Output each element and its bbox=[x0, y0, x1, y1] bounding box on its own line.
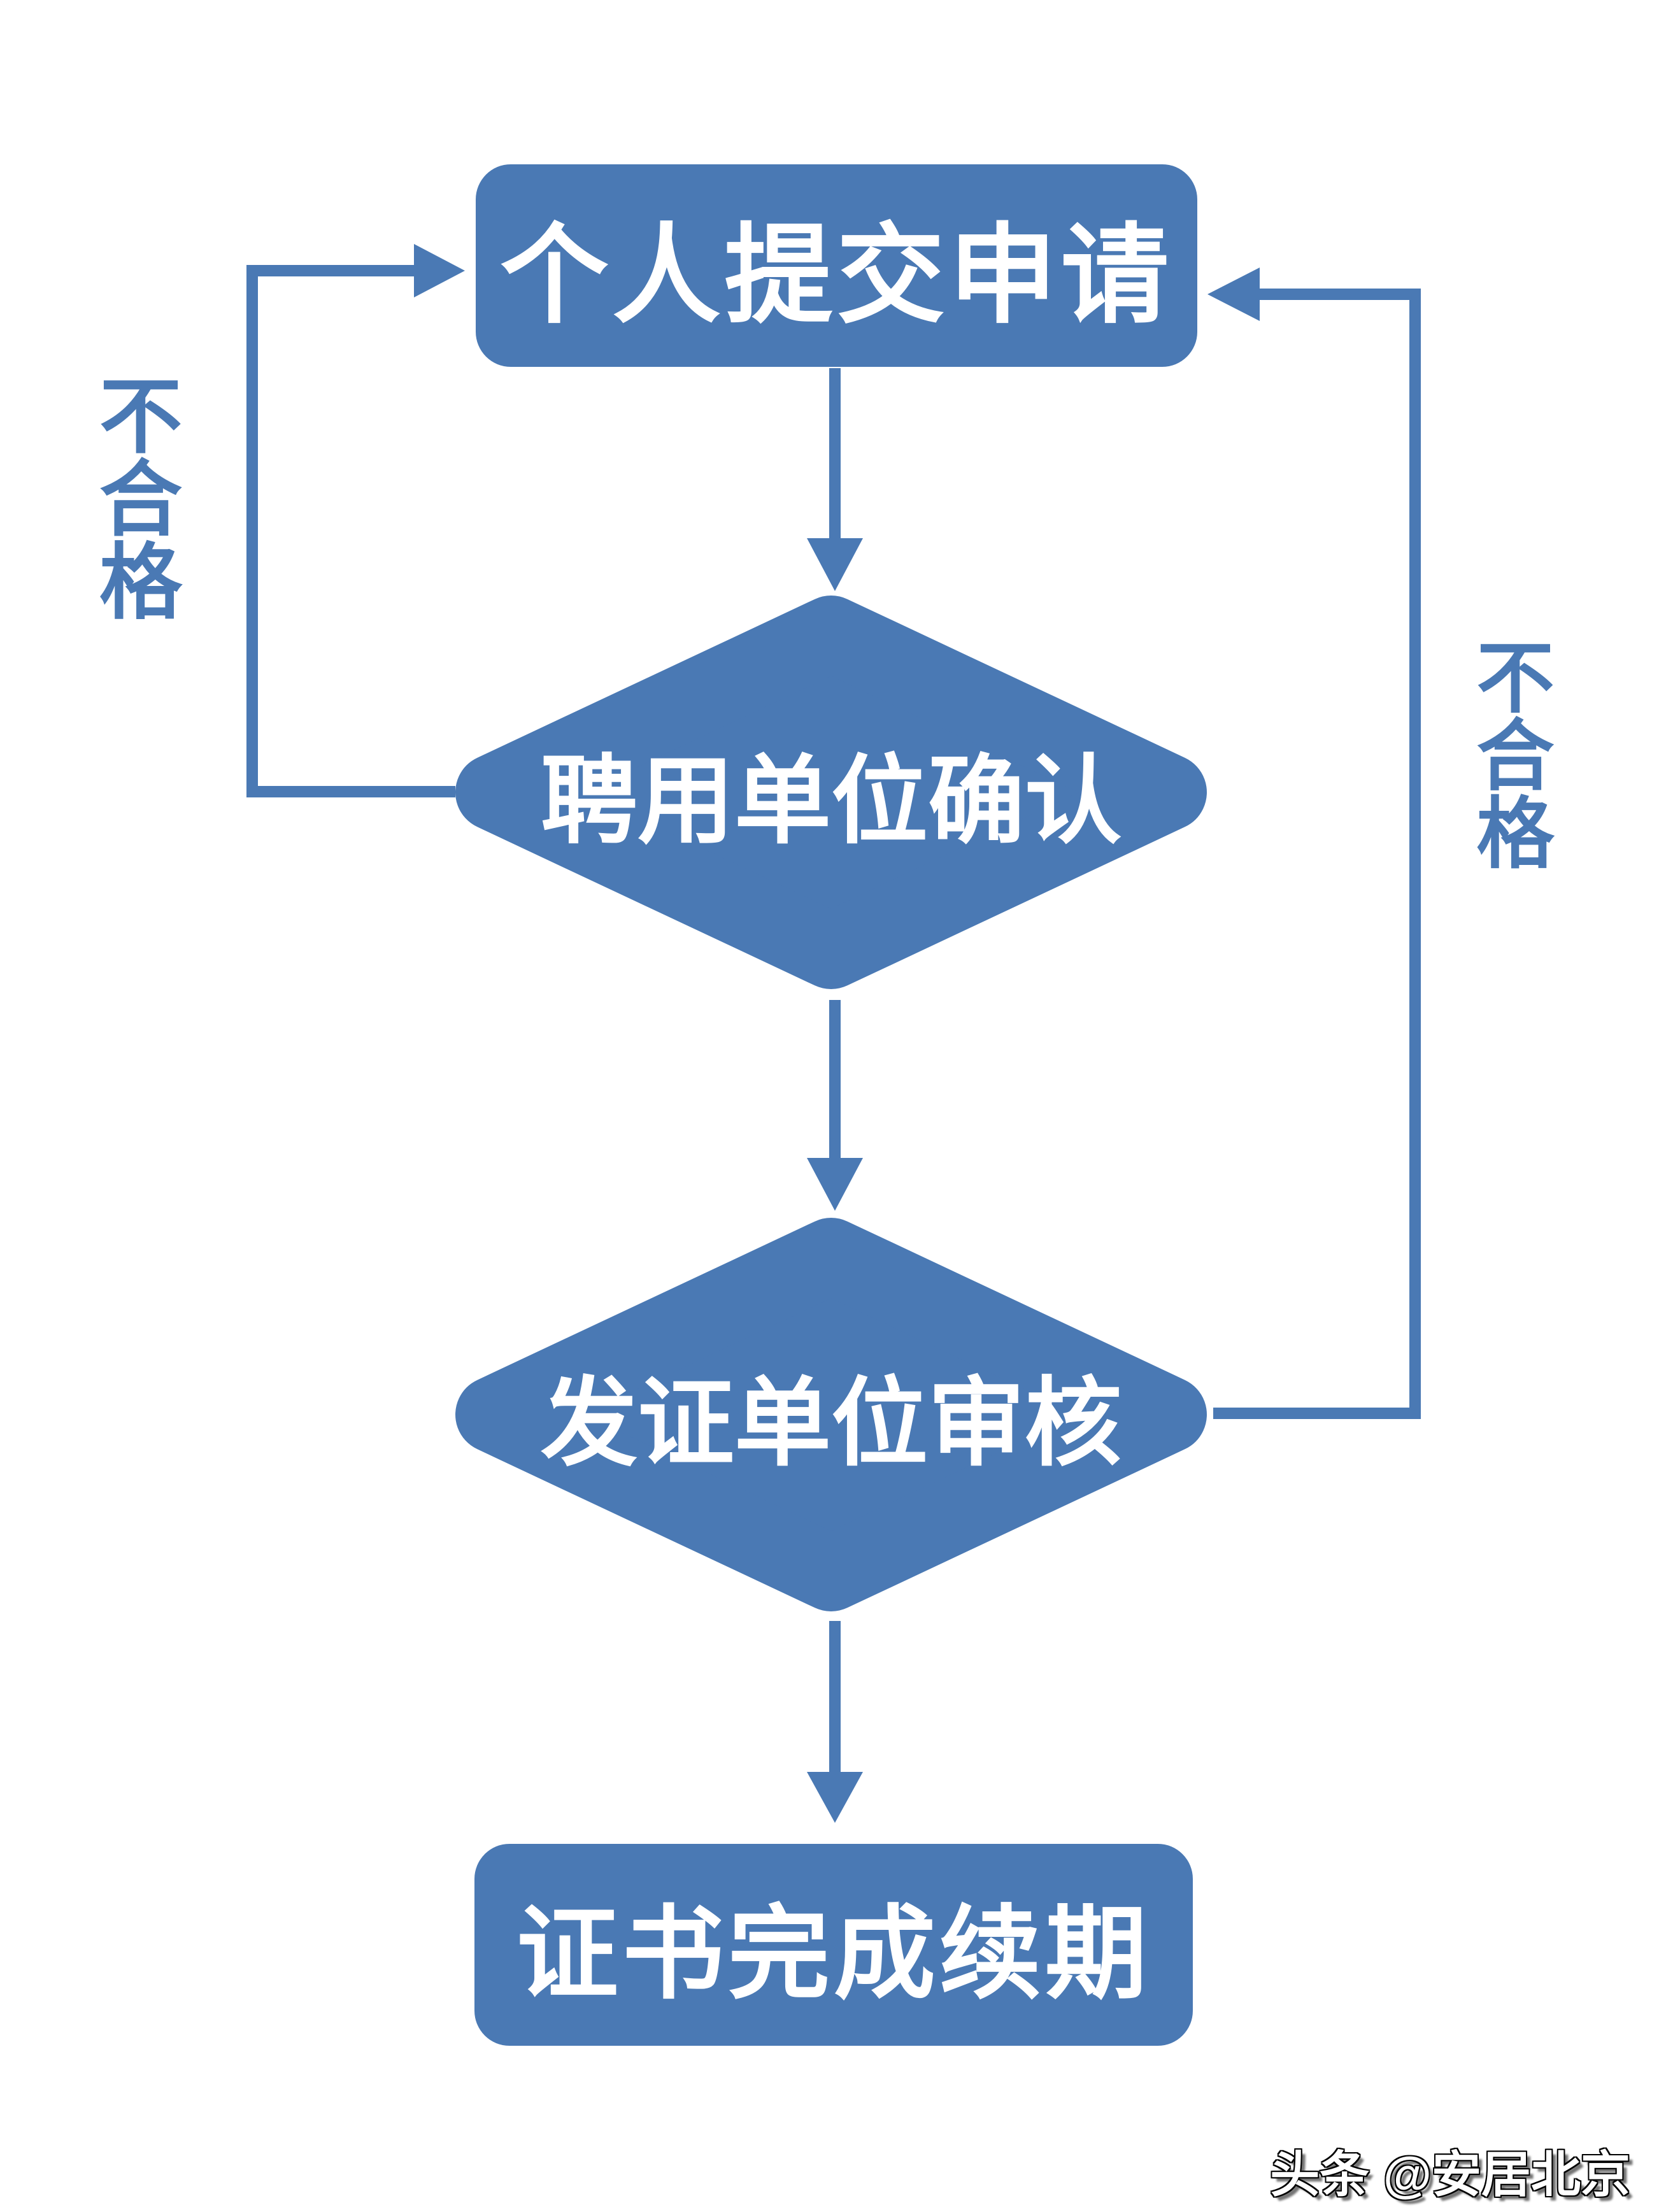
left-loop-arrowhead bbox=[414, 244, 465, 297]
edge-label-unqualified-left: 不合格 bbox=[87, 373, 180, 621]
node-renewal-complete-label: 证书完成续期 bbox=[516, 1896, 1151, 2011]
flow-arrows bbox=[807, 368, 863, 1823]
node-employer-confirm-label: 聘用单位确认 bbox=[541, 747, 1121, 855]
node-employer-confirm-shape bbox=[455, 596, 1207, 989]
left-loop-connector bbox=[246, 244, 465, 797]
right-loop-arrowhead bbox=[1207, 268, 1260, 321]
node-issuer-review: 发证单位审核 bbox=[455, 1218, 1207, 1611]
watermark-text: 头条 @安居北京 bbox=[1270, 2146, 1630, 2202]
arrow-employer-to-issuer bbox=[807, 1000, 863, 1211]
node-employer-confirm: 聘用单位确认 bbox=[455, 596, 1207, 989]
node-issuer-review-shape bbox=[455, 1218, 1207, 1611]
arrow-submit-to-employer bbox=[807, 368, 863, 591]
right-loop-connector bbox=[1207, 268, 1421, 1419]
node-submit-application-label: 个人提交申请 bbox=[500, 215, 1173, 336]
node-renewal-complete: 证书完成续期 bbox=[474, 1844, 1193, 2046]
node-submit-application: 个人提交申请 bbox=[476, 164, 1197, 367]
arrow-issuer-to-renewal bbox=[807, 1621, 863, 1823]
edge-label-unqualified-right: 不合格 bbox=[1465, 637, 1552, 870]
node-issuer-review-label: 发证单位审核 bbox=[541, 1369, 1121, 1478]
